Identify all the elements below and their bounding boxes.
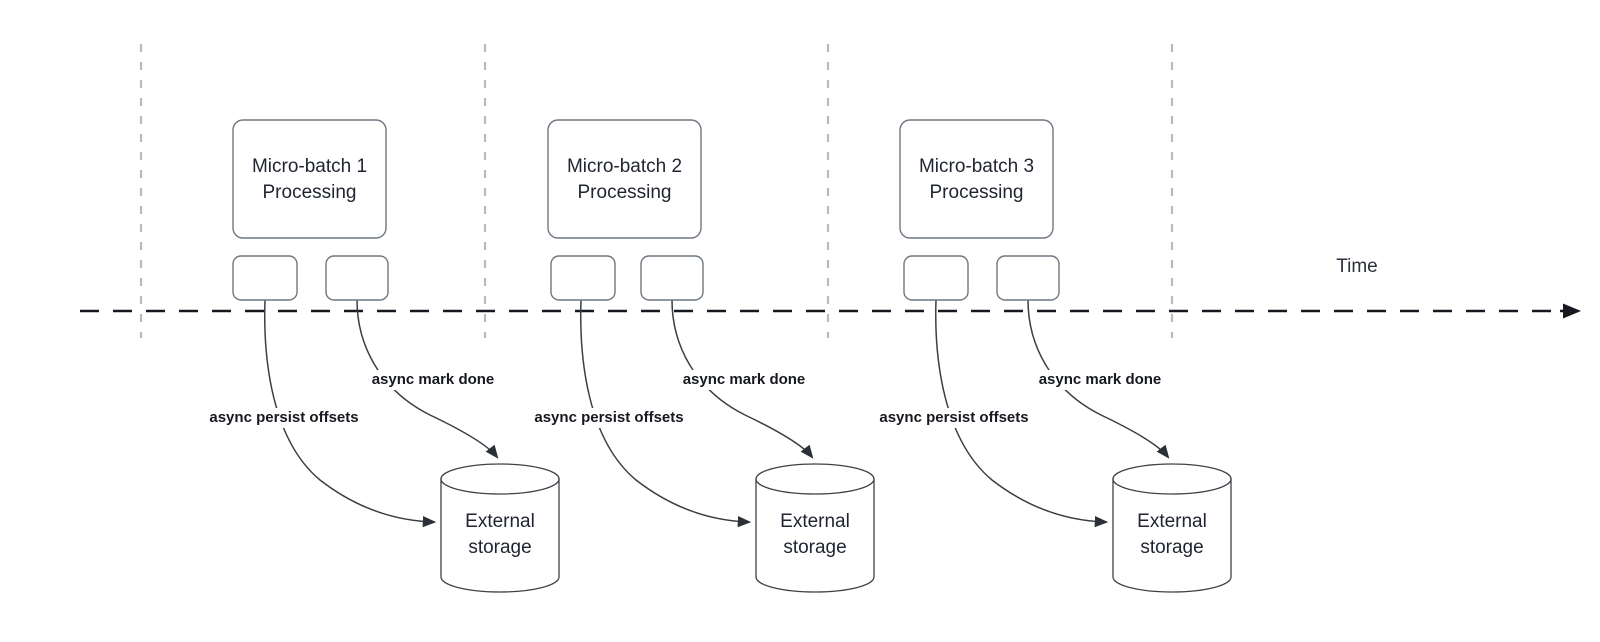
edge-label-1-1: async persist offsets (209, 409, 358, 426)
micro-batch-label-line1-1: Micro-batch 1 (252, 156, 367, 177)
storage-label-line2-2: storage (783, 537, 846, 558)
micro-batch-label-line2-3: Processing (930, 182, 1024, 203)
storage-label-line2-3: storage (1140, 537, 1203, 558)
edge-label-backdrop-2-1 (525, 408, 693, 428)
storage-label-line1-3: External (1137, 511, 1207, 532)
storage-cylinder-top-3 (1112, 463, 1232, 495)
micro-batch-box-1[interactable] (232, 119, 387, 239)
edge-3-2 (1027, 299, 1170, 459)
storage-cylinder-top-2 (755, 463, 875, 495)
edge-label-backdrop-1-2 (373, 370, 493, 390)
task-box-2a[interactable] (550, 255, 616, 301)
micro-batch-label-line2-2: Processing (578, 182, 672, 203)
micro-batch-box-3[interactable] (899, 119, 1054, 239)
micro-batch-box-2[interactable] (547, 119, 702, 239)
edge-label-3-1: async persist offsets (879, 409, 1028, 426)
edge-3-1 (935, 299, 1109, 528)
task-box-2b[interactable] (640, 255, 704, 301)
micro-batch-label-line1-2: Micro-batch 2 (567, 156, 682, 177)
task-box-1a[interactable] (232, 255, 298, 301)
edge-label-backdrop-2-2 (684, 370, 804, 390)
task-box-3b[interactable] (996, 255, 1060, 301)
storage-cylinder-body-3 (1112, 478, 1232, 593)
storage-cylinder-top-1 (440, 463, 560, 495)
edge-1-2 (356, 299, 499, 459)
edge-label-backdrop-1-1 (200, 408, 368, 428)
storage-label-line1-2: External (780, 511, 850, 532)
edge-2-1 (580, 299, 752, 528)
storage-cylinder-body-2 (755, 478, 875, 593)
task-box-3a[interactable] (903, 255, 969, 301)
edge-label-1-2: async mark done (372, 371, 495, 388)
edge-1-1 (264, 299, 437, 528)
storage-label-line2-1: storage (468, 537, 531, 558)
storage-label-line1-1: External (465, 511, 535, 532)
edge-label-backdrop-3-1 (870, 408, 1038, 428)
time-axis-group: Time (80, 256, 1582, 319)
timeline-tick-group (139, 44, 1174, 338)
micro-batch-label-line1-3: Micro-batch 3 (919, 156, 1034, 177)
edge-label-2-2: async mark done (683, 371, 806, 388)
edge-label-2-1: async persist offsets (534, 409, 683, 426)
edge-label-backdrop-3-2 (1040, 370, 1160, 390)
micro-batch-label-line2-1: Processing (263, 182, 357, 203)
storage-cylinder-body-1 (440, 478, 560, 593)
edge-label-3-2: async mark done (1039, 371, 1162, 388)
task-box-1b[interactable] (325, 255, 389, 301)
time-axis-label: Time (1336, 256, 1378, 277)
edge-2-2 (671, 299, 814, 459)
